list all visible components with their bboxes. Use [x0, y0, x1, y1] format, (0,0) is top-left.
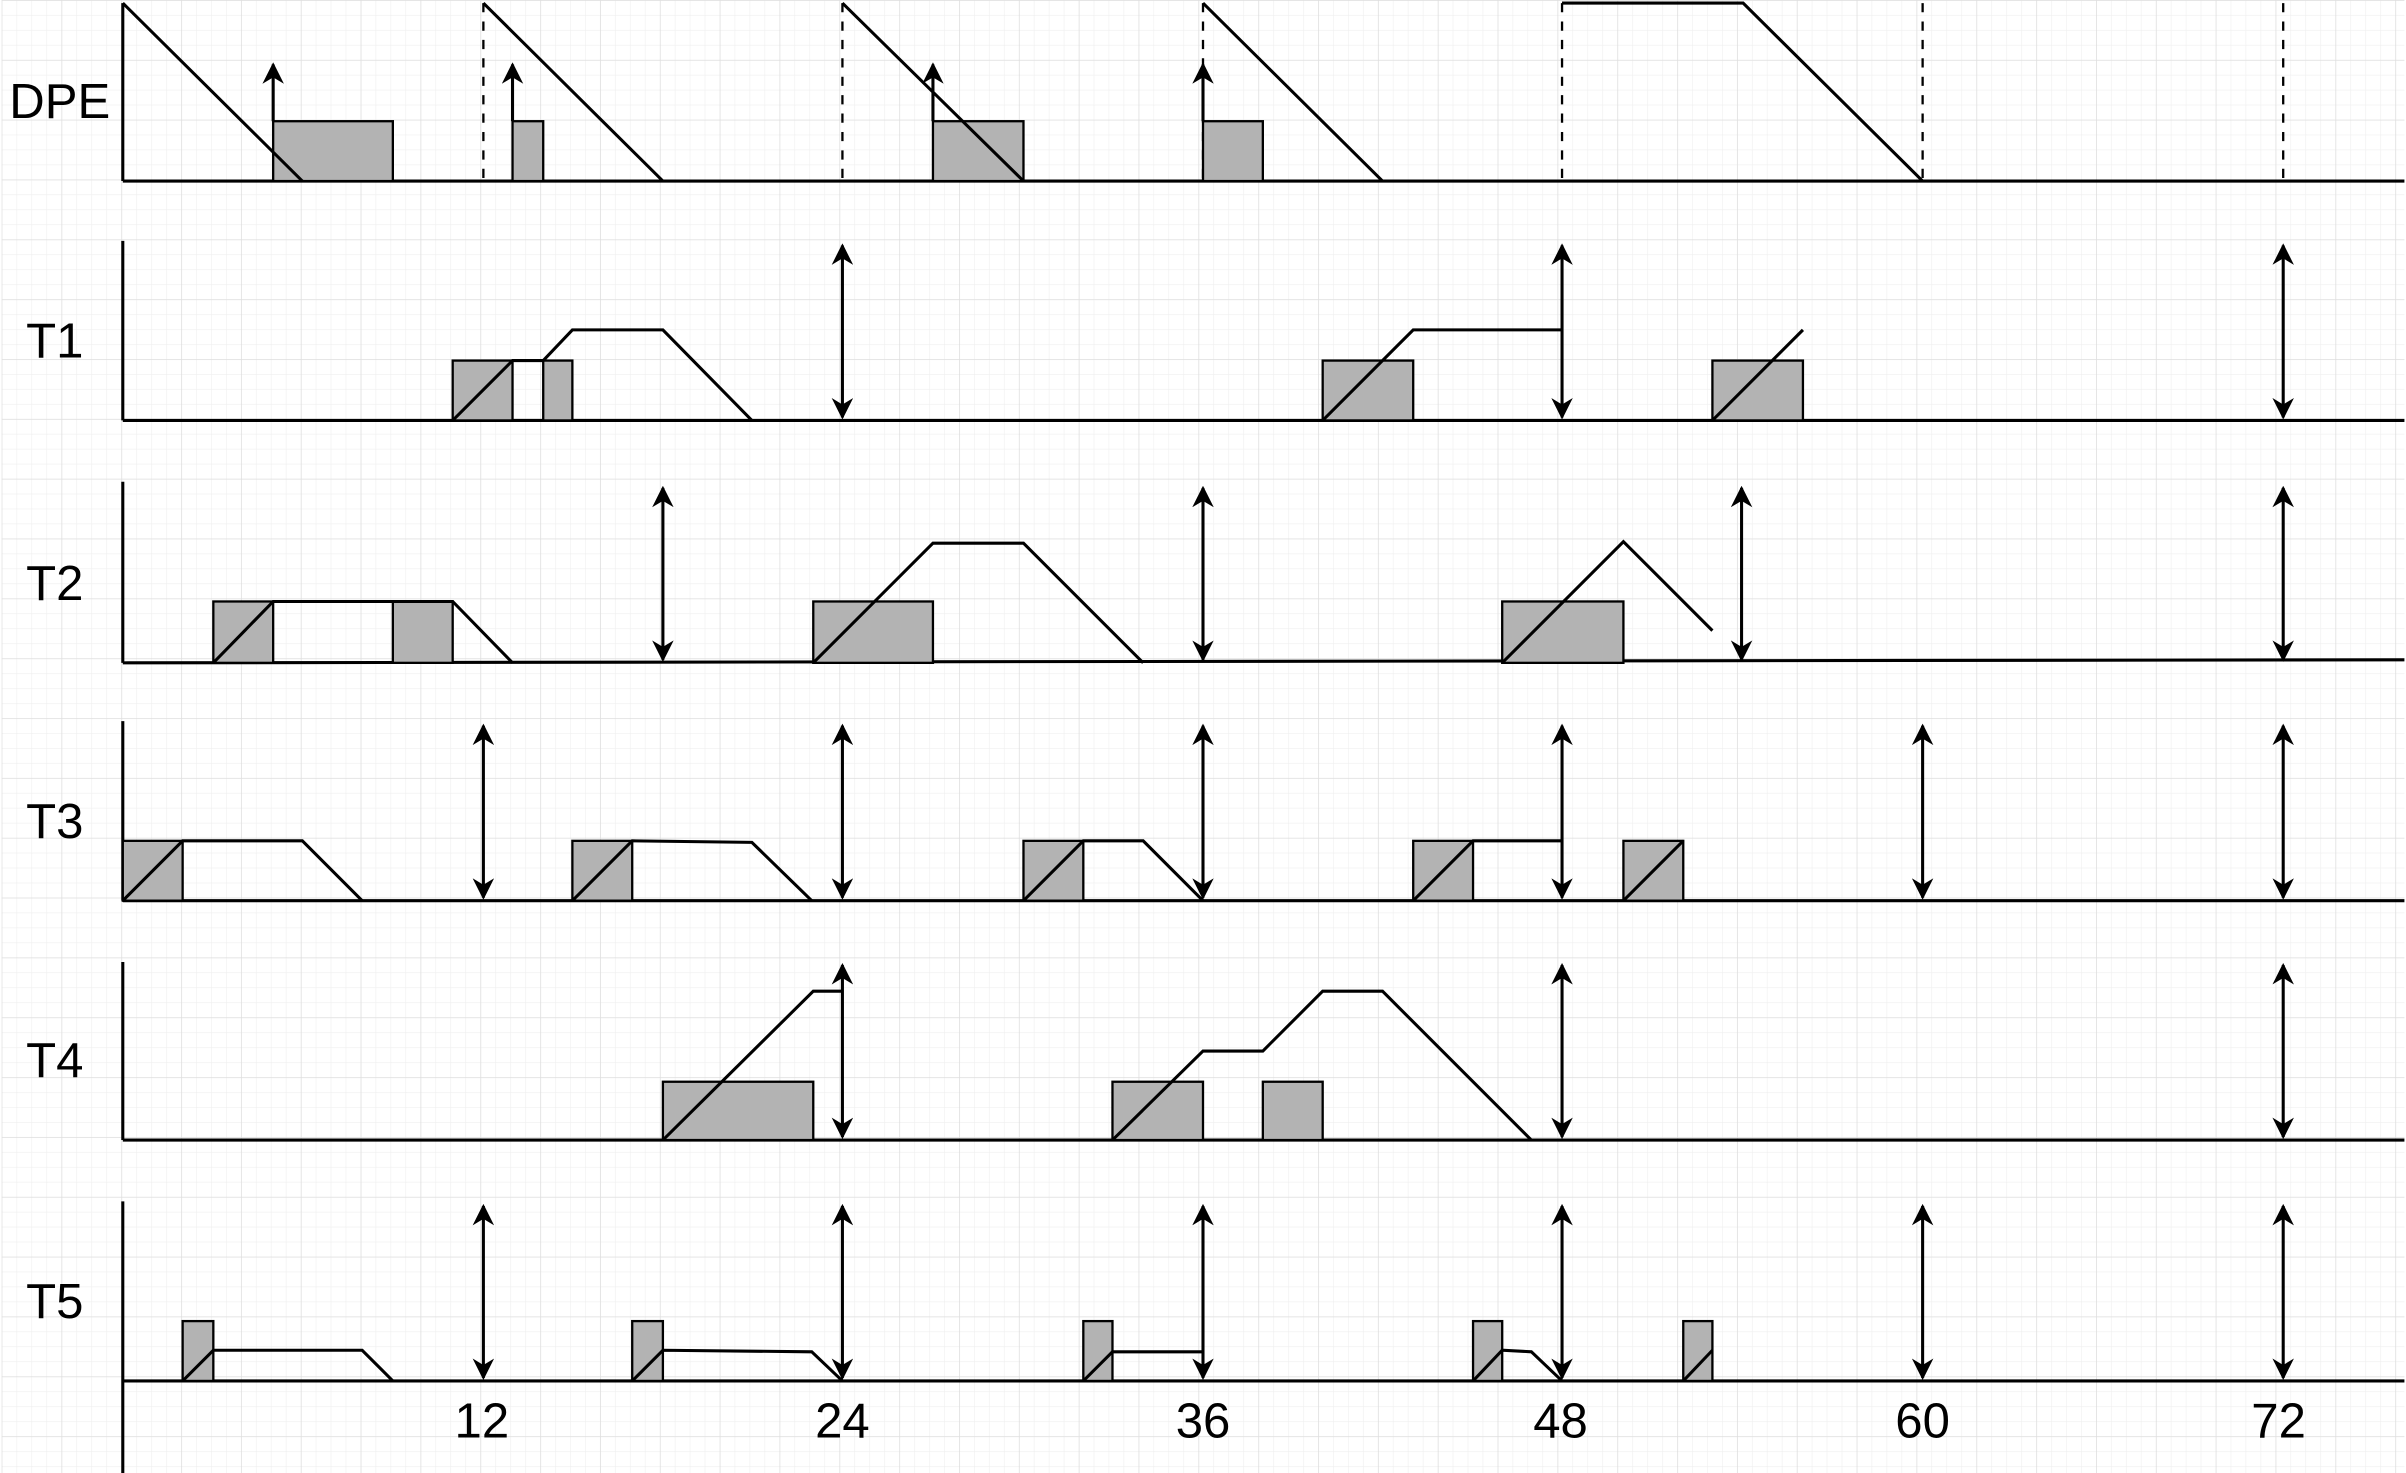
- t2-axis: [122, 658, 2405, 665]
- row-dpe: [121, 1, 2405, 183]
- row-label-t2: T2: [26, 557, 83, 611]
- tick-label-60: 60: [1895, 1395, 1950, 1449]
- t1-block: [542, 359, 574, 422]
- row-labels: DPE T1 T2 T3 T4 T5: [9, 75, 110, 1329]
- t5-block: [1471, 1319, 1504, 1383]
- tick-label-48: 48: [1533, 1395, 1588, 1449]
- t5-deadline-arrows: [472, 1203, 2294, 1381]
- t4-deadline-arrows: [831, 962, 2294, 1140]
- tick-label-36: 36: [1176, 1395, 1231, 1449]
- t4-block: [1261, 1080, 1324, 1142]
- t5-ramps: [181, 1348, 1714, 1383]
- t1-block: [1711, 359, 1805, 422]
- t5-block: [181, 1319, 215, 1383]
- row-t4: [121, 962, 2405, 1142]
- t3-deadline-arrows: [472, 723, 2294, 900]
- t2-block: [1501, 600, 1625, 665]
- t1-block: [1321, 359, 1415, 422]
- dpe-ramps: [121, 1, 1924, 183]
- t1-ramps: [451, 328, 1805, 422]
- row-label-t1: T1: [26, 315, 83, 369]
- dpe-block: [511, 120, 545, 183]
- t1-blocks: [451, 359, 1805, 422]
- tick-label-72: 72: [2251, 1395, 2306, 1449]
- t2-block: [391, 600, 454, 665]
- row-t2: [121, 481, 2405, 665]
- tick-label-12: 12: [455, 1395, 510, 1449]
- t5-blocks: [181, 1319, 1714, 1383]
- row-label-t4: T4: [26, 1034, 83, 1088]
- dpe-release-arrows: [262, 62, 1214, 122]
- t1-deadline-arrows: [831, 243, 2294, 420]
- row-t1: [121, 240, 2405, 422]
- t5-block: [1682, 1319, 1714, 1383]
- t2-block: [812, 600, 935, 665]
- row-label-dpe: DPE: [9, 75, 110, 129]
- row-t3: [121, 721, 2405, 903]
- dpe-block: [1201, 120, 1264, 183]
- row-label-t3: T3: [26, 795, 83, 849]
- t2-ramps: [212, 539, 1714, 664]
- tick-label-24: 24: [815, 1395, 870, 1449]
- row-t5: [121, 1201, 2405, 1473]
- dpe-blocks: [272, 120, 1264, 183]
- dpe-block: [931, 120, 1025, 183]
- t5-block: [631, 1319, 665, 1383]
- t4-block: [1111, 1080, 1205, 1142]
- t4-block: [661, 1080, 815, 1142]
- t4-blocks: [661, 1080, 1324, 1142]
- t5-block: [1082, 1319, 1114, 1383]
- row-label-t5: T5: [26, 1275, 83, 1329]
- t2-deadline-arrows: [652, 485, 2294, 662]
- x-tick-labels: 12 24 36 48 60 72: [455, 1395, 2306, 1449]
- t3-ramps: [121, 839, 1685, 902]
